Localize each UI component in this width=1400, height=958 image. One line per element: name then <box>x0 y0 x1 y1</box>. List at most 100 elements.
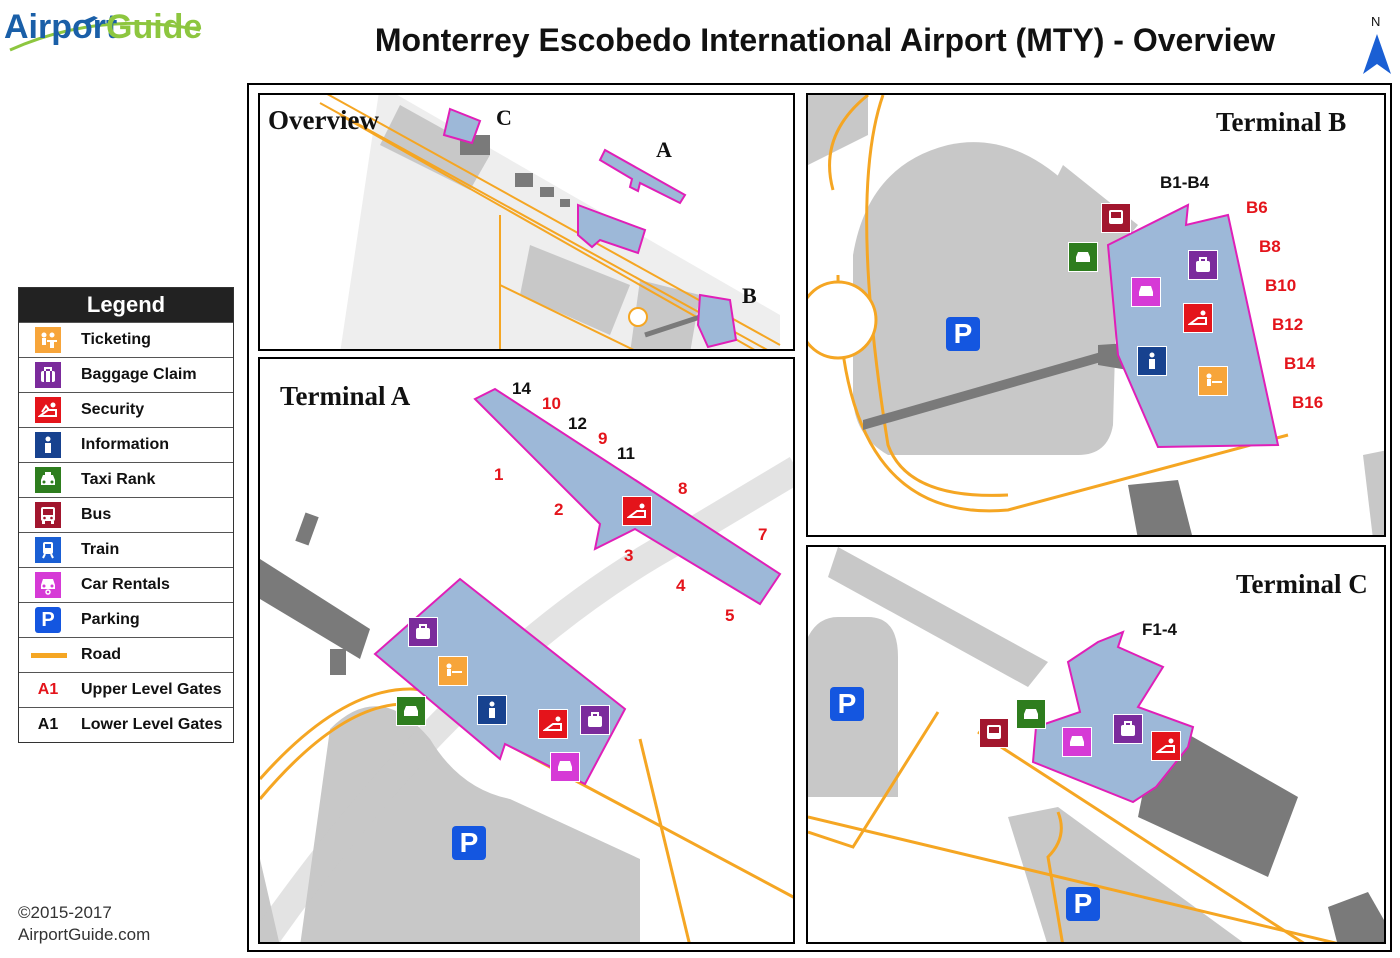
legend-item-parking: P Parking <box>19 602 233 637</box>
taxi-icon <box>1016 699 1046 729</box>
legend-item-lower-gates: A1 Lower Level Gates <box>19 707 233 742</box>
legend-label: Information <box>81 436 169 453</box>
legend-item-upper-gates: A1 Upper Level Gates <box>19 672 233 707</box>
gate-label: 12 <box>568 414 587 433</box>
legend-item-baggage-claim: Baggage Claim <box>19 357 233 392</box>
gate-label: B10 <box>1265 276 1297 295</box>
taxi-icon <box>35 467 61 493</box>
taxi-icon <box>1068 242 1098 272</box>
legend-item-taxi-rank: Taxi Rank <box>19 462 233 497</box>
legend-label: Lower Level Gates <box>81 716 223 733</box>
legend-item-information: Information <box>19 427 233 462</box>
parking-icon: P <box>1066 887 1100 921</box>
gate-label: 2 <box>554 500 564 519</box>
terminal-c-panel: Terminal C F1-4 P P <box>806 545 1386 944</box>
ticketing-icon <box>35 327 61 353</box>
parking-icon: P <box>830 687 864 721</box>
overview-label-c: C <box>496 105 512 130</box>
terminal-b-panel: Terminal B B1-B4 B6 B8 B10 B12 B14 B16 P <box>806 93 1386 537</box>
baggage-claim-icon <box>35 362 61 388</box>
baggage-claim-icon <box>580 705 610 735</box>
legend-label: Road <box>81 646 121 663</box>
information-icon <box>35 432 61 458</box>
legend-label: Car Rentals <box>81 576 170 593</box>
gate-label: 10 <box>542 394 561 413</box>
parking-icon: P <box>946 317 980 351</box>
copyright-years: ©2015-2017 <box>18 903 112 922</box>
legend-label: Train <box>81 541 120 558</box>
bus-icon <box>35 502 61 528</box>
gate-label: 8 <box>678 479 688 498</box>
gate-label: 14 <box>512 379 531 398</box>
legend-item-ticketing: Ticketing <box>19 322 233 357</box>
legend-label: Bus <box>81 506 112 523</box>
upper-gate-sample: A1 <box>37 681 59 698</box>
car-rental-icon <box>35 572 61 598</box>
gate-label: F1-4 <box>1142 620 1177 639</box>
gate-label: 4 <box>676 576 686 595</box>
legend-label: Baggage Claim <box>81 366 197 383</box>
gate-label: 5 <box>725 606 735 625</box>
baggage-claim-icon <box>408 617 438 647</box>
legend: Legend Ticketing Baggage Claim Security … <box>18 287 234 743</box>
gate-label: B14 <box>1284 354 1316 373</box>
legend-label: Security <box>81 401 145 418</box>
gate-label: 9 <box>598 429 608 448</box>
taxi-icon <box>396 696 426 726</box>
terminal-a-panel: Terminal A 14 10 12 9 11 8 7 1 2 3 4 5 P <box>258 357 795 944</box>
terminal-b-title: Terminal B <box>1216 107 1347 137</box>
legend-item-road: Road <box>19 637 233 672</box>
security-icon <box>538 709 568 739</box>
gate-label: B16 <box>1292 393 1324 412</box>
logo-text-guide: Guide <box>106 8 202 46</box>
lower-gate-sample: A1 <box>37 716 59 733</box>
gate-label: 1 <box>494 465 504 484</box>
north-label: N <box>1371 14 1380 29</box>
legend-label: Parking <box>81 611 140 628</box>
parking-icon: P <box>35 607 61 633</box>
gate-label: 3 <box>624 546 634 565</box>
north-arrow: N <box>1360 12 1394 78</box>
map-frame <box>247 83 1392 952</box>
ticketing-icon <box>438 656 468 686</box>
baggage-claim-icon <box>1188 250 1218 280</box>
car-rental-icon <box>1062 727 1092 757</box>
security-icon <box>622 496 652 526</box>
bus-icon <box>979 718 1009 748</box>
legend-title: Legend <box>19 288 233 322</box>
terminal-c-title: Terminal C <box>1236 569 1368 599</box>
copyright: ©2015-2017 AirportGuide.com <box>18 902 150 946</box>
legend-item-bus: Bus <box>19 497 233 532</box>
legend-item-car-rentals: Car Rentals <box>19 567 233 602</box>
legend-label: Upper Level Gates <box>81 681 222 698</box>
overview-title: Overview <box>268 105 379 135</box>
information-icon <box>1137 346 1167 376</box>
overview-label-b: B <box>742 283 757 308</box>
overview-label-a: A <box>656 137 672 162</box>
ticketing-icon <box>1198 366 1228 396</box>
gate-label: 7 <box>758 525 768 544</box>
car-rental-icon <box>1131 277 1161 307</box>
baggage-claim-icon <box>1113 714 1143 744</box>
logo-text-airport: Airport <box>4 8 117 46</box>
gate-label: B6 <box>1246 198 1268 217</box>
security-icon <box>1151 731 1181 761</box>
terminal-a-title: Terminal A <box>280 381 411 411</box>
road-swatch <box>31 642 67 668</box>
page-title: Monterrey Escobedo International Airport… <box>374 22 1276 58</box>
bus-icon <box>1101 203 1131 233</box>
legend-item-security: Security <box>19 392 233 427</box>
legend-label: Ticketing <box>81 331 151 348</box>
overview-panel: Overview C A B <box>258 93 795 351</box>
parking-icon: P <box>452 826 486 860</box>
information-icon <box>477 695 507 725</box>
car-rental-icon <box>550 752 580 782</box>
gate-label: B12 <box>1272 315 1304 334</box>
security-icon <box>35 397 61 423</box>
legend-item-train: Train <box>19 532 233 567</box>
gate-label: B8 <box>1259 237 1281 256</box>
gate-label: B1-B4 <box>1160 173 1210 192</box>
security-icon <box>1183 303 1213 333</box>
legend-label: Taxi Rank <box>81 471 156 488</box>
train-icon <box>35 537 61 563</box>
